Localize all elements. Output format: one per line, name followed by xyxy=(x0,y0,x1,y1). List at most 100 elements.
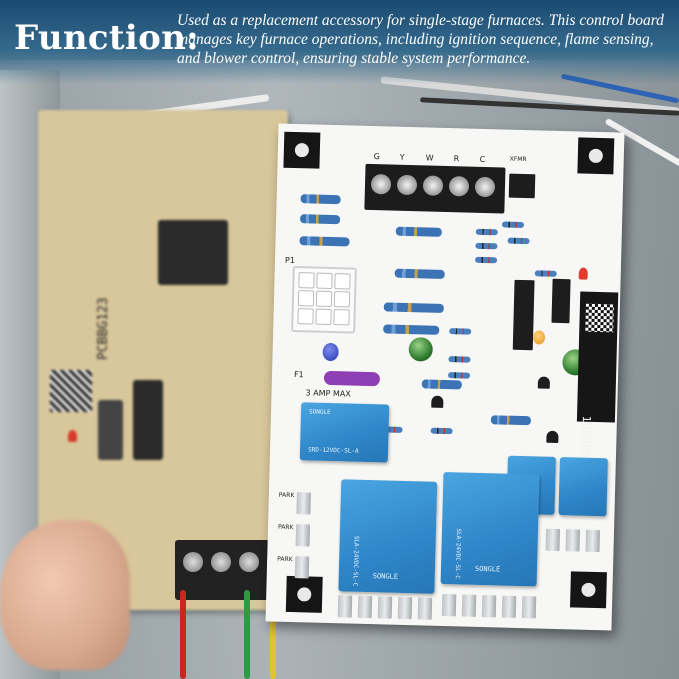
terminal-label-y: Y xyxy=(399,152,405,162)
fuse-ref-label: F1 xyxy=(293,370,304,380)
screw-icon xyxy=(474,176,496,198)
transistor xyxy=(431,395,444,408)
board-qr-code xyxy=(585,303,614,333)
relay-brand: SONGLE xyxy=(372,572,399,581)
main-harness-connector xyxy=(291,265,357,334)
connector-pin xyxy=(298,272,315,289)
spade-terminal xyxy=(461,594,477,617)
status-led xyxy=(578,267,588,280)
resistor xyxy=(383,324,440,335)
feature-headline: Function: Used as a replacement accessor… xyxy=(0,0,679,84)
relay-model: SRD-12VDC-SL-A xyxy=(307,446,359,455)
spade-terminal xyxy=(296,492,311,515)
relay-model: SLA-24VDC-SL-C xyxy=(351,535,360,587)
small-relay xyxy=(558,457,608,517)
old-relay xyxy=(158,220,228,285)
electrolytic-capacitor xyxy=(408,337,434,362)
screw-icon xyxy=(211,552,231,572)
hand xyxy=(0,520,130,670)
screw-icon xyxy=(370,174,392,195)
resistor xyxy=(448,356,471,363)
wire-green xyxy=(244,590,250,679)
resistor xyxy=(507,237,530,245)
terminal-label-w: W xyxy=(425,153,434,163)
relay-brand: SONGLE xyxy=(308,408,331,417)
connector-pin xyxy=(334,273,351,290)
spade-terminal xyxy=(397,596,413,620)
resistor xyxy=(300,194,341,205)
resistor xyxy=(299,214,341,225)
resistor xyxy=(299,236,350,247)
spade-terminal xyxy=(441,594,457,617)
resistor xyxy=(395,226,442,237)
relay-brand: SONGLE xyxy=(474,564,501,574)
mounting-hole xyxy=(285,575,323,613)
park-label: PARK xyxy=(277,555,293,564)
connector-pin xyxy=(315,308,332,326)
mounting-hole xyxy=(570,571,607,609)
resistor xyxy=(394,268,445,279)
old-board-led xyxy=(68,430,77,442)
park-label: PARK xyxy=(278,491,295,500)
ceramic-capacitor xyxy=(532,330,546,345)
resistor xyxy=(475,228,498,236)
terminal-label-r: R xyxy=(453,154,460,164)
microcontroller-chip xyxy=(512,279,535,351)
connector-pin xyxy=(315,290,333,308)
screw-icon xyxy=(422,175,444,196)
ceramic-capacitor xyxy=(322,342,339,362)
resistor xyxy=(449,328,472,335)
spade-terminal xyxy=(481,595,497,618)
transistor xyxy=(537,376,551,389)
connector-pin xyxy=(297,290,315,307)
screw-icon xyxy=(183,552,203,572)
large-relay: SLA-24VDC-SL-C SONGLE xyxy=(440,471,540,587)
resistor xyxy=(501,221,525,229)
resistor xyxy=(383,302,444,313)
spade-terminal xyxy=(565,529,581,552)
ic-chip xyxy=(551,278,571,324)
resistor xyxy=(490,415,532,426)
plug-label: P1 xyxy=(284,255,296,266)
spade-terminal xyxy=(585,529,601,553)
screw-icon xyxy=(448,176,470,197)
old-board-qr-code xyxy=(50,370,92,412)
small-relay: SONGLE SRD-12VDC-SL-A xyxy=(299,402,390,463)
connector-pin xyxy=(297,308,314,325)
connector-pin xyxy=(333,309,350,326)
screw-icon xyxy=(396,174,418,196)
wire-red xyxy=(180,590,186,679)
headline-banner xyxy=(0,0,679,84)
spade-terminal xyxy=(545,528,561,552)
large-relay: SLA-24VDC-SL-C SONGLE xyxy=(338,479,438,594)
relay-model: SLA-24VDC-SL-C xyxy=(453,528,463,580)
spade-terminal xyxy=(294,556,310,579)
transistor xyxy=(546,430,559,443)
old-board-print: PCBBG123 xyxy=(96,297,111,360)
function-title: Function: xyxy=(14,18,199,58)
fuse xyxy=(323,370,381,387)
xfmr-connector xyxy=(508,173,536,199)
mounting-hole xyxy=(283,131,321,169)
spade-terminal xyxy=(357,595,373,619)
spade-terminal xyxy=(501,595,517,618)
connector-pin xyxy=(333,291,351,308)
old-relay xyxy=(133,380,163,460)
terminal-label-g: G xyxy=(373,152,381,162)
connector-pin xyxy=(316,272,333,290)
spade-terminal xyxy=(417,597,433,620)
spade-terminal xyxy=(337,595,353,618)
resistor xyxy=(475,242,498,250)
resistor xyxy=(430,427,453,435)
resistor xyxy=(421,379,462,390)
old-relay xyxy=(98,400,123,460)
resistor xyxy=(475,256,498,264)
function-description: Used as a replacement accessory for sing… xyxy=(177,12,664,67)
screw-icon xyxy=(239,552,259,572)
resistor xyxy=(447,372,471,379)
spade-terminal xyxy=(295,524,311,547)
spade-terminal xyxy=(377,596,393,619)
terminal-label-c: C xyxy=(479,154,486,164)
spade-terminal xyxy=(521,596,537,619)
